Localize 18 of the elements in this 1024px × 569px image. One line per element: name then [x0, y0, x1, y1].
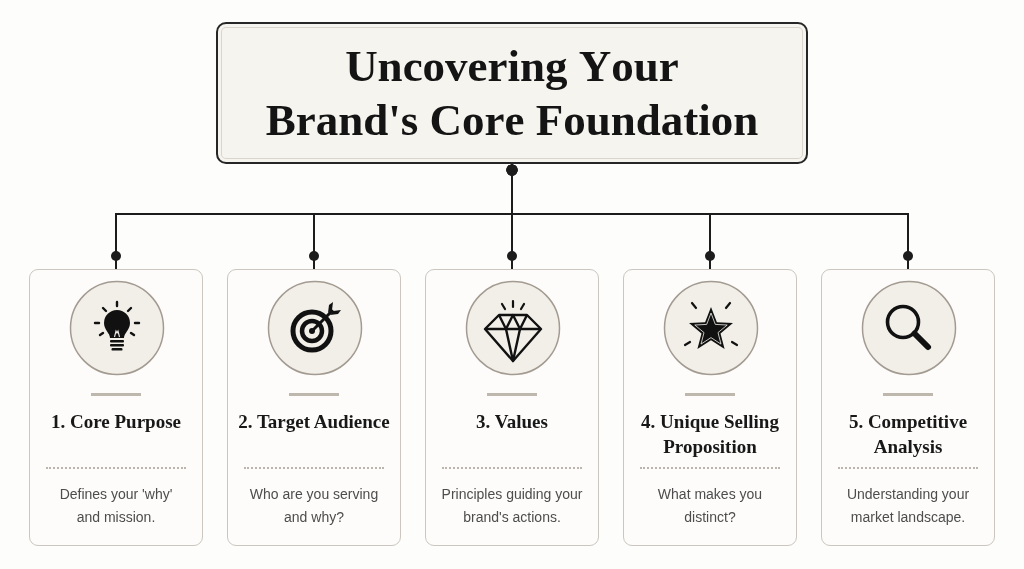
card-description: Understanding your market landscape.: [845, 485, 971, 527]
info-card: [29, 269, 203, 546]
card-description: Who are you serving and why?: [248, 485, 380, 527]
card-heading: 5. Competitive Analysis: [847, 410, 969, 459]
card-heading: 4. Unique Selling Proposition: [640, 410, 780, 459]
title-box: [216, 22, 808, 164]
card-heading: 3. Values: [476, 410, 548, 434]
connector-line: [506, 163, 913, 270]
info-card: [821, 269, 995, 546]
info-card: [227, 269, 401, 546]
info-card: [623, 269, 797, 546]
card-heading: 2. Target Audience: [238, 410, 390, 434]
title-text: Uncovering Your Brand's Core Foundation: [264, 40, 760, 147]
card-description: Defines your 'why' and mission.: [58, 485, 174, 527]
card-heading: 1. Core Purpose: [51, 410, 181, 434]
info-card: [425, 269, 599, 546]
card-description: Principles guiding your brand's actions.: [440, 485, 584, 527]
card-description: What makes you distinct?: [656, 485, 764, 527]
